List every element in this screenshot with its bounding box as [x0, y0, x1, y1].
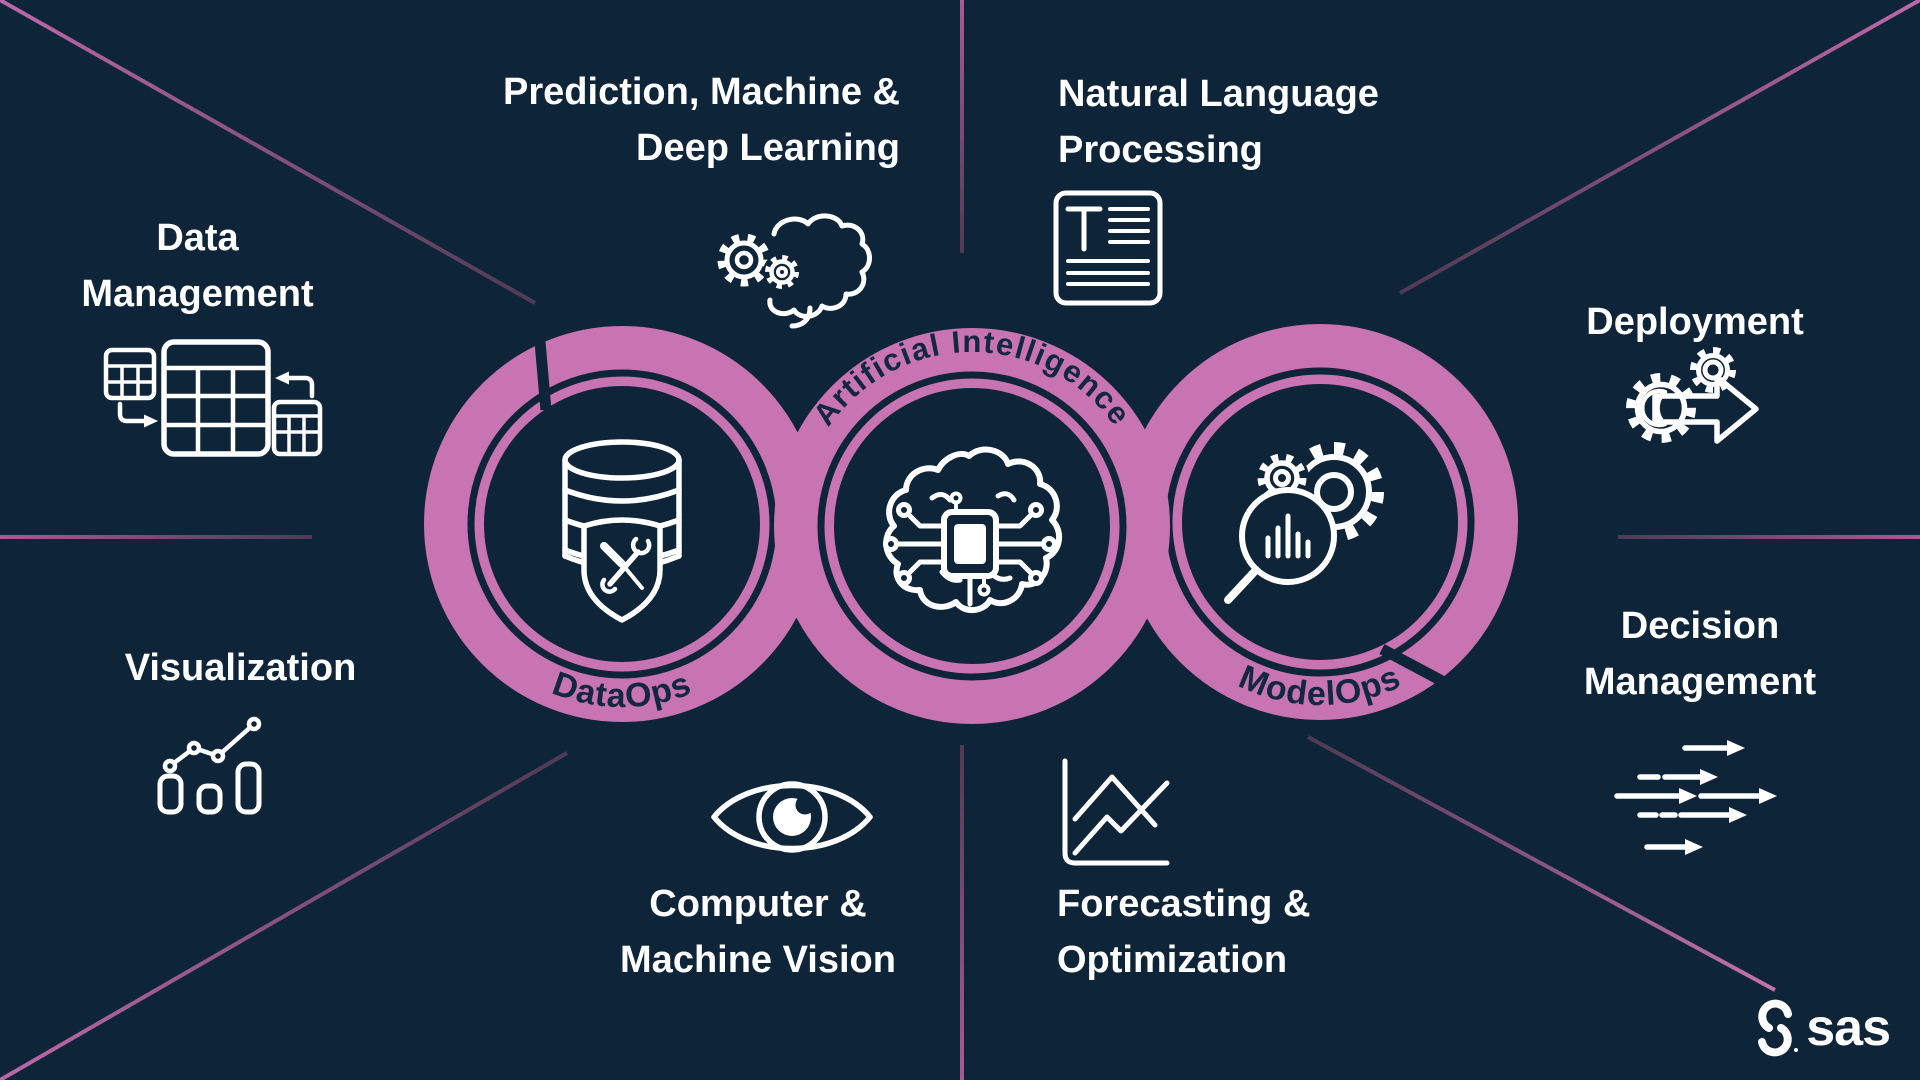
gear-small-top [1690, 347, 1736, 393]
label-line: Deployment [1586, 301, 1804, 343]
gears-magnifier-icon [1224, 442, 1384, 604]
speed-arrows-icon [1614, 740, 1777, 855]
gears-arrow-icon [1626, 347, 1759, 444]
dataops-ring [424, 326, 820, 722]
magnifier-chart [1224, 487, 1337, 604]
label-line: Processing [1058, 129, 1263, 171]
brain-chip-icon [883, 446, 1063, 613]
sas-logo-text: sas [1806, 999, 1891, 1057]
divider-bottom-right [1307, 735, 1776, 992]
label-line: Forecasting & [1057, 883, 1311, 925]
lifecycle-rings: Artificial Intelligence DataOps ModelOps [424, 324, 1518, 724]
label-prediction-ml: Prediction, Machine & Deep Learning [440, 64, 900, 176]
label-line: Computer & [649, 883, 867, 925]
label-nlp: Natural Language Processing [1058, 66, 1558, 178]
label-line: Management [1583, 661, 1817, 703]
data-tables-icon [103, 339, 323, 457]
divider-bottom-left [0, 751, 568, 1080]
label-line: Data [156, 217, 239, 259]
label-line: Decision [1620, 605, 1780, 647]
label-data-management: Data Management [30, 210, 365, 322]
label-line: Machine Vision [620, 939, 896, 981]
label-decision-management: Decision Management [1545, 598, 1855, 710]
bar-scatter-icon [157, 716, 262, 815]
eye-icon [711, 781, 873, 853]
label-visualization: Visualization [88, 640, 393, 696]
divider-top-right [1399, 0, 1920, 295]
label-line: Visualization [124, 647, 357, 689]
label-line: Prediction, Machine & [503, 71, 900, 113]
label-forecasting: Forecasting & Optimization [1057, 876, 1457, 988]
label-computer-vision: Computer & Machine Vision [508, 876, 1008, 988]
tools-cross [600, 536, 652, 594]
database-shield-icon [562, 439, 682, 623]
chart-lines-icon [1062, 758, 1170, 866]
circuit-traces [883, 491, 1057, 597]
ai-ring [774, 328, 1170, 724]
sas-logo-swirl-icon [1758, 999, 1799, 1057]
label-line: Deep Learning [636, 127, 900, 169]
dataops-ring-gap [534, 341, 552, 411]
document-text-icon [1053, 190, 1163, 306]
gear-large-left [1626, 373, 1696, 443]
label-deployment: Deployment [1540, 294, 1850, 350]
modelops-ring-gap [1379, 644, 1445, 686]
label-line: Optimization [1057, 939, 1288, 981]
label-line: Natural Language [1058, 73, 1379, 115]
brain-gears-icon [712, 213, 872, 329]
sas-logo: sas [1744, 998, 1891, 1058]
label-line: Management [81, 273, 314, 315]
divider-top-left [0, 0, 536, 305]
